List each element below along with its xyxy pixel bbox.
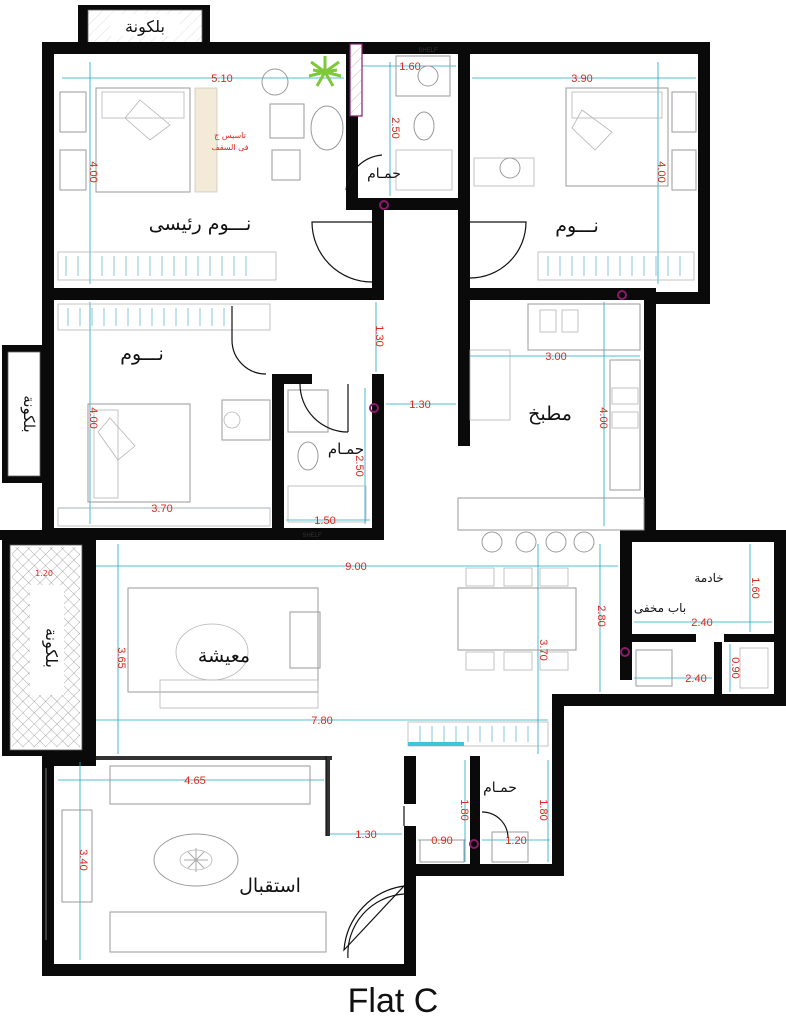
room-label-living: معيشة: [198, 645, 250, 667]
furniture-living: [127, 567, 577, 747]
furniture-maid: [635, 647, 769, 689]
dim-bath-top-width: 1.60: [399, 61, 420, 73]
dim-corridor-h: 1.30: [409, 399, 430, 411]
room-label-hidden-door: باب مخفى: [634, 601, 686, 615]
room-label-bath-top: حمـام: [367, 166, 401, 182]
dim-living-width: 9.00: [345, 561, 366, 573]
room-label-reception: استقبال: [239, 875, 301, 897]
room-label-master-bedroom: نـــوم رئيسى: [149, 213, 252, 235]
dim-master-height: 4.00: [87, 161, 99, 182]
dim-small-note: 1.20: [35, 569, 53, 578]
dim-living-height-mid: 3.70: [537, 639, 549, 660]
furniture-bedroom-left: [57, 303, 271, 527]
balcony-left: [2, 345, 46, 483]
shelf-label-top: SHELF: [418, 48, 438, 54]
dim-small-bath-right: 1.20: [505, 835, 526, 847]
furniture-small-bath: [419, 831, 529, 863]
room-label-bath-small: حمـام: [483, 780, 517, 796]
dim-kitchen-side: 2.80: [595, 605, 607, 626]
fixture-markers: [369, 200, 630, 849]
dim-bedroom-left-height: 4.00: [87, 407, 99, 428]
dim-maid-bath-width: 2.40: [685, 673, 706, 685]
dim-entry-width: 1.30: [355, 829, 376, 841]
plan-title: Flat C: [347, 982, 439, 1020]
balcony-lower: [2, 538, 94, 756]
room-label-bedroom-left: نـــوم: [120, 343, 164, 365]
furniture-reception: [61, 765, 327, 953]
dim-corridor-v: 1.30: [373, 325, 385, 346]
room-label-bath-mid: حمـام: [328, 440, 364, 458]
dim-living-height-left: 3.65: [115, 647, 127, 668]
dim-maid-height: 1.60: [749, 577, 761, 598]
dim-maid-width: 2.40: [691, 617, 712, 629]
room-label-balcony-left: بلكونة: [20, 395, 38, 432]
dim-maid-bath-height: 0.90: [729, 657, 741, 678]
furniture-master-bedroom: [57, 68, 344, 281]
fixture-strip: [349, 43, 363, 117]
furniture-bedroom-right: [473, 87, 697, 281]
dim-living-inner-width: 7.80: [311, 715, 332, 727]
ceiling-note-1: تاسيس ج: [214, 131, 246, 140]
dim-small-bath-h1: 1.80: [458, 799, 470, 820]
dim-bath-mid-height: 2.50: [353, 455, 365, 476]
dim-master-width: 5.10: [211, 73, 232, 85]
room-label-maid: خادمة: [694, 571, 723, 585]
dim-small-bath-h2: 1.80: [537, 799, 549, 820]
plant-icon: [308, 56, 342, 87]
dim-kitchen-height: 4.00: [597, 407, 609, 428]
dim-bath-mid-width: 1.50: [314, 515, 335, 527]
dim-bath-top-height: 2.50: [389, 117, 401, 138]
room-label-bedroom-right: نـــوم: [555, 215, 599, 237]
room-label-balcony-lower: بلكونة: [41, 628, 61, 668]
dim-bedroom-right-width: 3.90: [571, 73, 592, 85]
dim-small-bath-left: 0.90: [431, 835, 452, 847]
dim-kitchen-width: 3.00: [545, 351, 566, 363]
room-label-balcony-top: بلكونة: [125, 17, 165, 37]
dim-reception-width: 4.65: [184, 775, 205, 787]
furniture-bath-top: [395, 55, 453, 191]
furniture-bath-mid: [287, 389, 367, 523]
doors: [45, 154, 527, 959]
dim-bedroom-right-height: 4.00: [655, 161, 667, 182]
balcony-top: [78, 5, 210, 49]
dim-bedroom-left-width: 3.70: [151, 503, 172, 515]
shelf-label-mid: SHELF: [302, 533, 322, 539]
furniture-kitchen: [457, 303, 645, 553]
dim-reception-height: 3.40: [77, 849, 89, 870]
room-label-kitchen: مطبخ: [528, 403, 572, 425]
ceiling-note-2: فى السقف: [211, 143, 248, 152]
